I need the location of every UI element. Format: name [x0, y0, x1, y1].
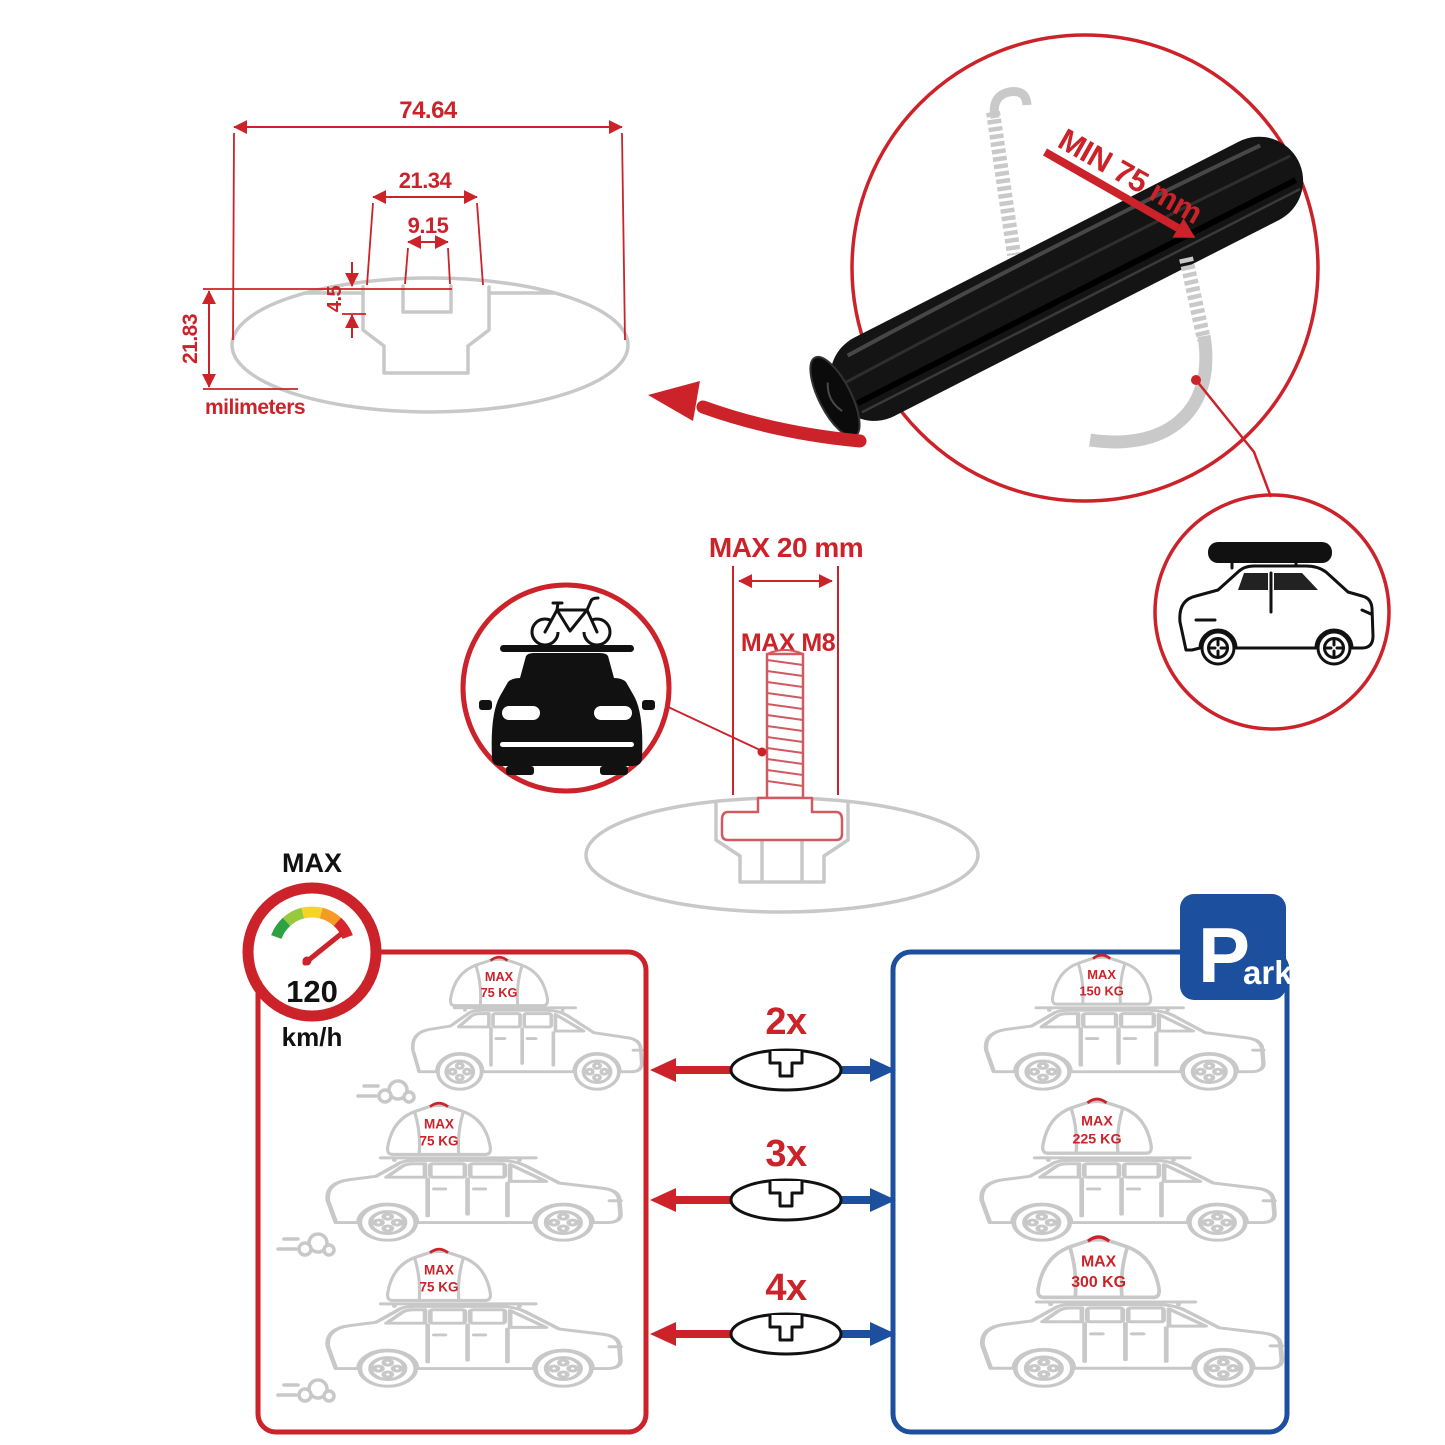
right-blue-arrow	[840, 1058, 896, 1082]
u-bolt-loop	[1089, 334, 1213, 449]
speed-value: 120	[286, 974, 338, 1009]
cargo-label: MAX	[1081, 1254, 1117, 1271]
parked-car-row-1: MAX 150 KG	[986, 953, 1263, 1089]
suv-illustration	[1178, 542, 1375, 666]
cargo-value: 300 KG	[1071, 1274, 1126, 1291]
moving-car-row-3: MAX 75 KG	[276, 1247, 621, 1403]
bolt-shaft-below	[760, 838, 804, 882]
bolt-detail-diagram: MAX 20 mm MAX M8	[584, 532, 980, 914]
cargo-label: MAX	[1087, 967, 1116, 982]
bike-on-roof-icon	[530, 596, 612, 647]
crossbar-bar	[809, 136, 1304, 438]
cargo-label: MAX	[485, 969, 514, 984]
parked-capacity-panel	[890, 949, 1290, 1435]
cross-section-dimension-diagram: 74.64 21.34 9.15 4.5 21.83 milimeters	[179, 97, 630, 419]
multiplier-row-3: 4x	[650, 1267, 896, 1356]
suv-roofbox-circle	[1153, 493, 1391, 731]
speed-max-label: MAX	[282, 848, 342, 878]
roof-box	[1208, 542, 1332, 563]
cargo-label: MAX	[1081, 1114, 1113, 1130]
cargo-value: 75 KG	[419, 1133, 458, 1148]
speedometer-icon	[242, 882, 382, 1022]
cargo-value: 75 KG	[419, 1279, 458, 1294]
multiplier-label: 2x	[765, 1001, 807, 1043]
moving-capacity-panel	[255, 949, 649, 1435]
left-red-arrow	[650, 1322, 734, 1346]
car-front-icon	[479, 645, 655, 775]
car-front-circle-outline	[460, 582, 672, 794]
leader-to-suv-circle	[1195, 379, 1273, 498]
cargo-value: 150 KG	[1079, 984, 1123, 999]
circle-leader-dot	[757, 747, 767, 757]
dim-units-label: milimeters	[205, 396, 305, 419]
moving-car-row-2: MAX 75 KG	[276, 1101, 621, 1257]
t-slot-inner	[304, 284, 556, 314]
crossbar-detail-circle: MIN 75 mm	[809, 33, 1320, 503]
parked-car-row-2: MAX 225 KG	[982, 1097, 1275, 1240]
min-clamp-arrow-head	[1172, 218, 1196, 238]
gauge-needle-pivot	[302, 956, 312, 966]
u-bolt-rod-right	[1179, 256, 1211, 342]
moving-car-row-1: MAX 75 KG	[356, 955, 642, 1104]
multiplier-row-2: 3x	[650, 1133, 896, 1222]
dim-width-slot: 9.15	[408, 213, 449, 238]
u-bolt-hook	[989, 87, 1032, 119]
suv-circle-outline	[1153, 493, 1391, 731]
right-blue-arrow	[840, 1322, 896, 1346]
suv-windows	[1238, 573, 1318, 590]
cargo-label: MAX	[424, 1262, 454, 1277]
right-blue-arrow	[840, 1188, 896, 1212]
t-slot-channel	[361, 285, 491, 375]
parking-sign: P ark	[1180, 894, 1293, 1000]
multiplier-label: 4x	[765, 1267, 807, 1309]
dim-slot-depth: 4.5	[324, 285, 346, 312]
parked-car-row-3: MAX 300 KG	[982, 1235, 1281, 1386]
parking-letter: P	[1198, 911, 1250, 999]
multiplier-row-1: 2x	[650, 1001, 896, 1092]
u-bolt-rod-left	[986, 110, 1021, 257]
bolt-max-length-label: MAX 20 mm	[709, 532, 863, 563]
dim-width-outer: 21.34	[399, 168, 453, 193]
pointer-arrow-to-dimensions	[648, 381, 867, 448]
detail-circle-outline	[850, 33, 1320, 503]
speed-limit-badge: MAX 120 km/h	[242, 848, 382, 1052]
dim-extension-lines	[203, 132, 626, 390]
circle-leader-line	[665, 705, 761, 751]
cargo-value: 75 KG	[481, 985, 518, 1000]
left-red-arrow	[650, 1188, 734, 1212]
gauge-arc	[271, 906, 353, 940]
car-front-bike-circle	[460, 582, 767, 794]
parking-suffix: ark	[1243, 954, 1293, 991]
min-clamp-arrow-shaft	[1043, 148, 1180, 232]
bolt-max-thread-label: MAX M8	[741, 629, 836, 657]
multiplier-label: 3x	[765, 1133, 807, 1175]
cargo-label: MAX	[424, 1116, 454, 1131]
cargo-value: 225 KG	[1072, 1132, 1121, 1148]
speed-units: km/h	[282, 1022, 343, 1052]
parking-sign-board	[1180, 894, 1286, 1000]
dim-width-total: 74.64	[399, 97, 458, 124]
dim-height-total: 21.83	[179, 314, 202, 364]
suv-body	[1178, 564, 1375, 652]
left-red-arrow	[650, 1058, 734, 1082]
gauge-needle	[302, 931, 344, 966]
threaded-bolt	[720, 649, 844, 842]
